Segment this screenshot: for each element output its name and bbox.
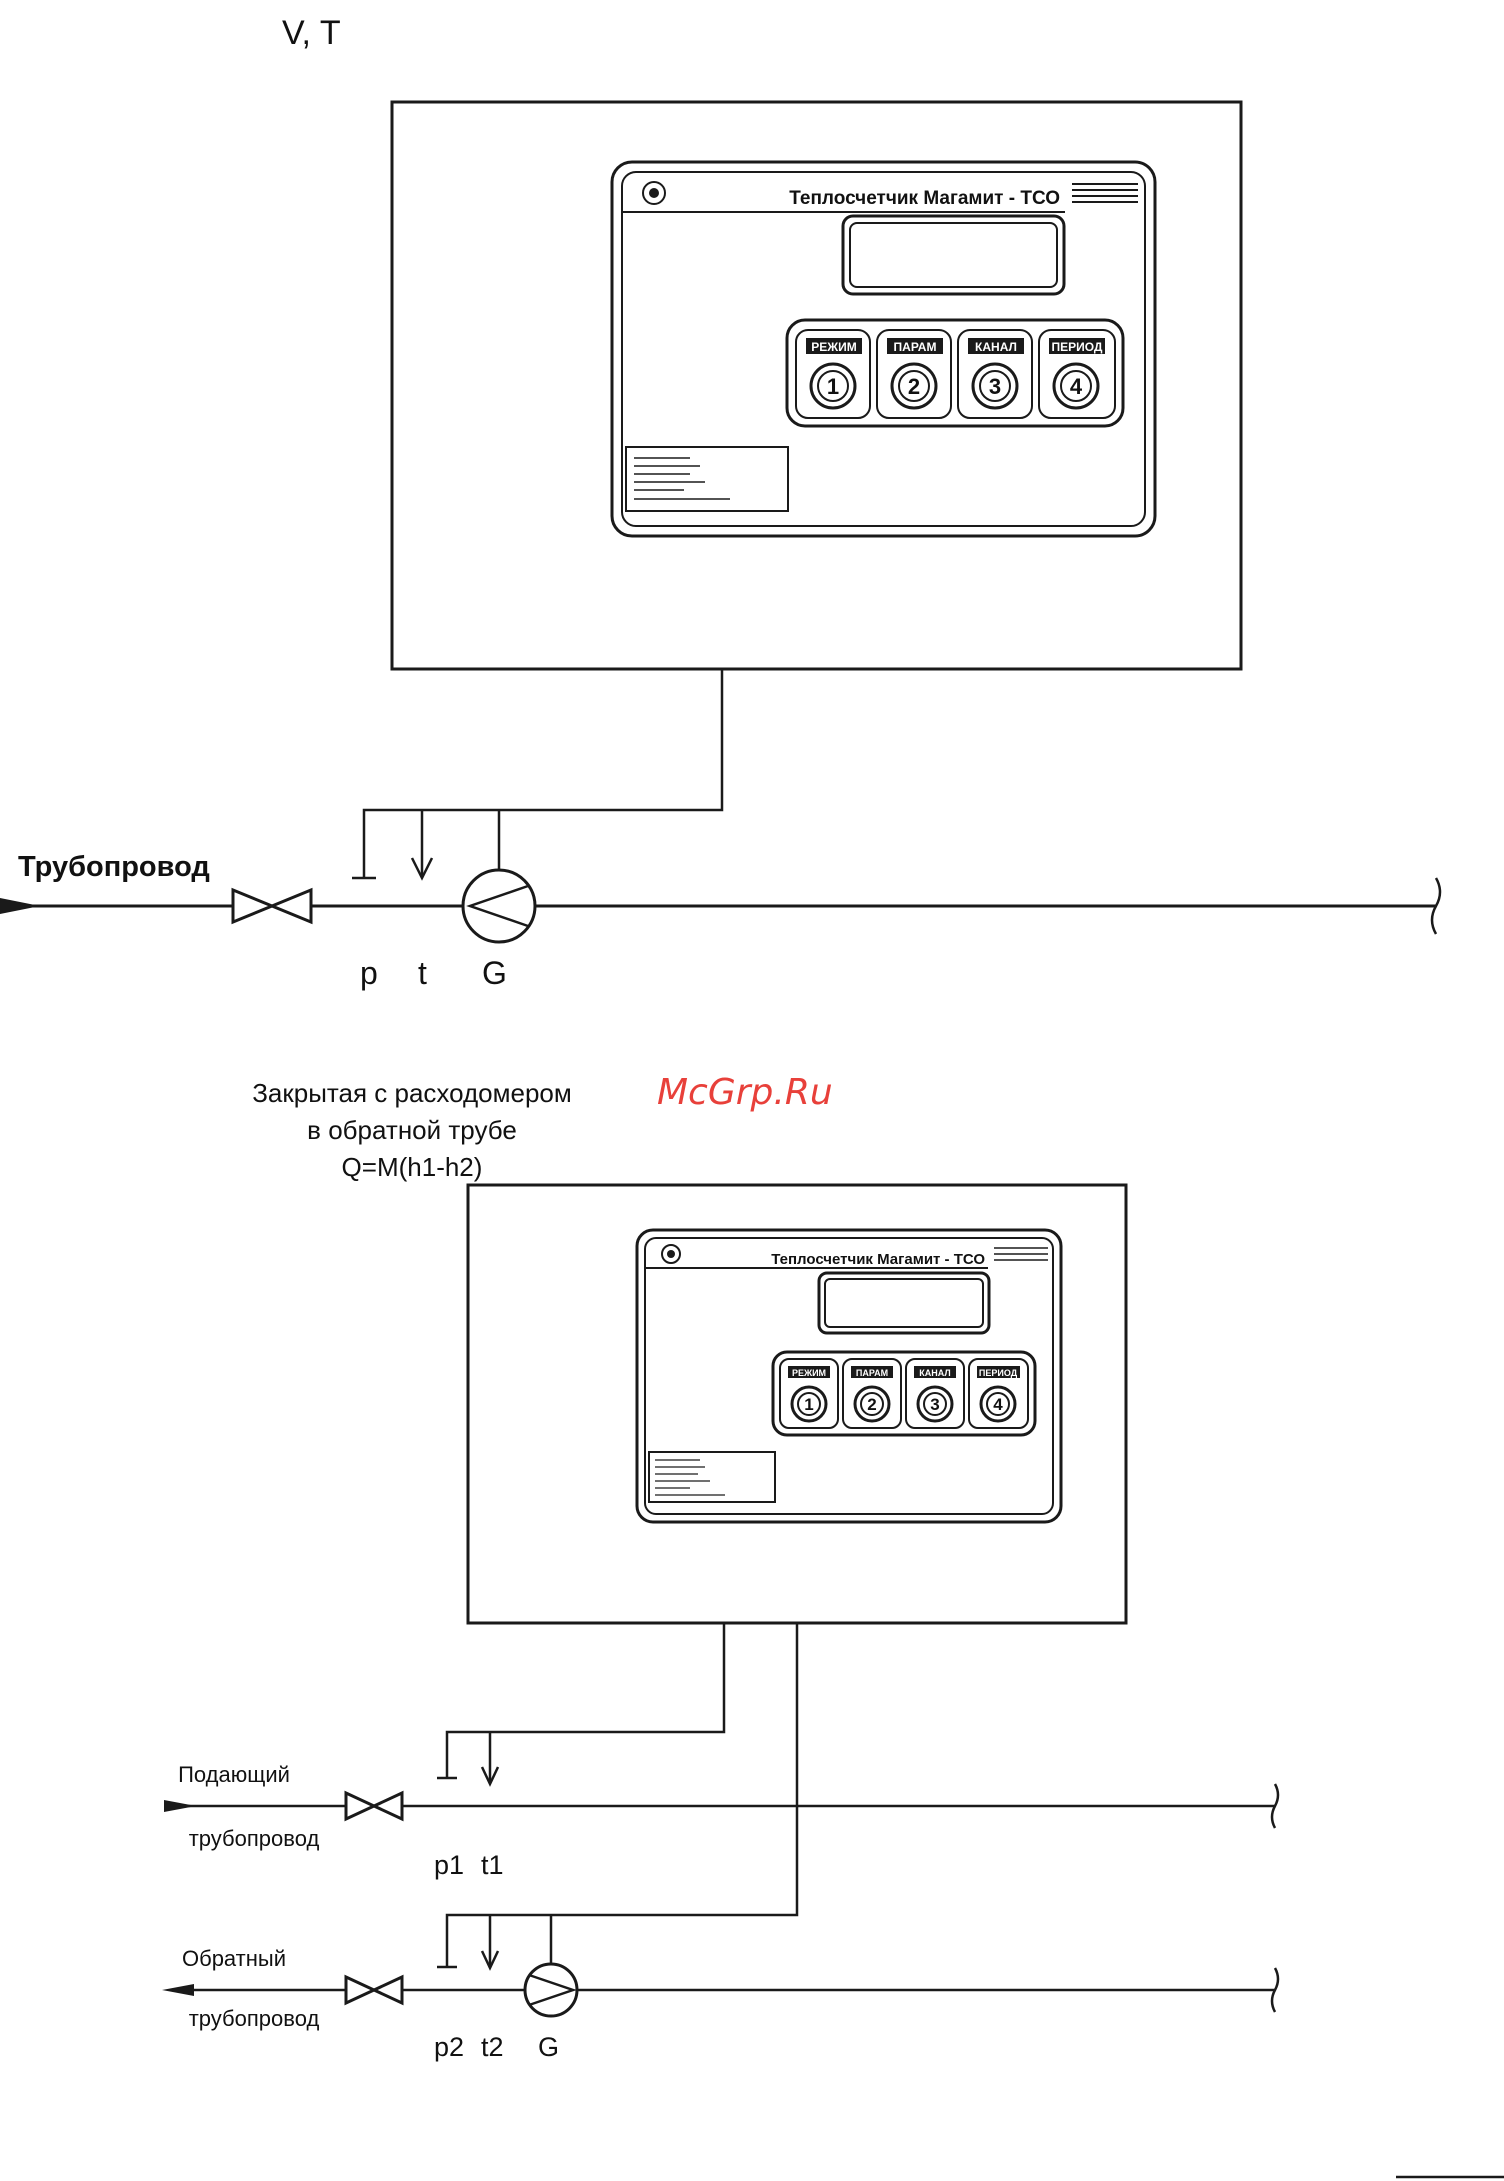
watermark: McGrp.Ru xyxy=(657,1072,833,1113)
svg-text:КАНАЛ: КАНАЛ xyxy=(975,340,1017,354)
supply-label-line-2: трубопровод xyxy=(189,1826,320,1851)
svg-text:ПАРАМ: ПАРАМ xyxy=(894,340,937,354)
meter-button-2: ПАРАМ 2 xyxy=(877,330,951,418)
diagram-1-title: V, T xyxy=(282,14,341,52)
label-t2: t2 xyxy=(481,2032,504,2062)
flowmeter-icon xyxy=(463,870,535,942)
label-t1: t1 xyxy=(481,1850,504,1880)
svg-text:ПЕРИОД: ПЕРИОД xyxy=(979,1368,1018,1378)
svg-text:РЕЖИМ: РЕЖИМ xyxy=(792,1368,826,1378)
svg-text:ПАРАМ: ПАРАМ xyxy=(856,1368,888,1378)
barcode-icon xyxy=(994,1248,1048,1260)
flow-direction-arrow-icon xyxy=(0,898,40,914)
label-t: t xyxy=(418,955,427,991)
logo-icon xyxy=(662,1245,680,1263)
caption-line-1: Закрытая с расходомером xyxy=(252,1078,572,1108)
logo-icon xyxy=(643,182,665,204)
flow-direction-arrow-icon xyxy=(164,1800,196,1812)
meter-button-4: ПЕРИОД 4 xyxy=(1039,330,1115,418)
gate-valve-icon xyxy=(346,1977,402,2003)
return-label-line-2: трубопровод xyxy=(189,2006,320,2031)
pipe-label: Трубопровод xyxy=(18,851,210,883)
label-p1: p1 xyxy=(434,1850,464,1880)
meter-device-2: Теплосчетчик Магамит - ТСО РЕЖИМ 1 ПАРА xyxy=(637,1230,1061,1522)
meter-display xyxy=(819,1273,989,1333)
svg-text:3: 3 xyxy=(930,1395,939,1414)
svg-text:РЕЖИМ: РЕЖИМ xyxy=(811,340,856,354)
nameplate-text-lines xyxy=(634,458,730,499)
label-p: p xyxy=(360,955,378,991)
svg-text:4: 4 xyxy=(1070,374,1083,399)
meter-display xyxy=(843,216,1064,294)
barcode-icon xyxy=(1072,184,1138,202)
diagram-1: V, T Теплосчетчик Магамит - ТСО xyxy=(0,14,1440,991)
label-G: G xyxy=(538,2032,559,2062)
svg-text:2: 2 xyxy=(908,374,920,399)
svg-text:ПЕРИОД: ПЕРИОД xyxy=(1052,340,1103,354)
return-label-line-1: Обратный xyxy=(182,1946,286,1971)
meter-nameplate xyxy=(626,447,788,511)
return-wiring xyxy=(447,1623,797,1967)
gate-valve-icon xyxy=(346,1793,402,1819)
meter-device-name: Теплосчетчик Магамит - ТСО xyxy=(789,188,1060,209)
meter-device-name: Теплосчетчик Магамит - ТСО xyxy=(771,1251,985,1268)
caption-line-2: в обратной трубе xyxy=(307,1115,517,1145)
label-G: G xyxy=(482,955,507,991)
meter-button-1: РЕЖИМ 1 xyxy=(796,330,870,418)
meter-button-4: ПЕРИОД 4 xyxy=(969,1359,1028,1428)
meter-button-1: РЕЖИМ 1 xyxy=(780,1359,838,1428)
flowmeter-icon xyxy=(525,1964,577,2016)
meter-button-3: КАНАЛ 3 xyxy=(906,1359,964,1428)
supply-label-line-1: Подающий xyxy=(178,1762,290,1787)
svg-text:1: 1 xyxy=(804,1395,813,1414)
label-p2: p2 xyxy=(434,2032,464,2062)
meter-device-1: Теплосчетчик Магамит - ТСО РЕЖИМ 1 xyxy=(612,162,1155,536)
cabinet-1-wiring xyxy=(364,669,722,878)
diagram-2: Закрытая с расходомером в обратной трубе… xyxy=(162,1078,1278,2062)
meter-button-2: ПАРАМ 2 xyxy=(843,1359,901,1428)
caption-line-3: Q=M(h1-h2) xyxy=(342,1152,483,1182)
flow-direction-arrow-icon xyxy=(162,1984,194,1996)
svg-text:2: 2 xyxy=(867,1395,876,1414)
meter-button-3: КАНАЛ 3 xyxy=(958,330,1032,418)
svg-text:КАНАЛ: КАНАЛ xyxy=(919,1368,950,1378)
svg-text:4: 4 xyxy=(993,1395,1003,1414)
svg-text:3: 3 xyxy=(989,374,1001,399)
svg-text:1: 1 xyxy=(827,374,839,399)
nameplate-text-lines xyxy=(655,1460,725,1495)
supply-wiring xyxy=(447,1623,724,1778)
gate-valve-icon xyxy=(233,890,311,922)
meter-keypad xyxy=(787,320,1123,426)
